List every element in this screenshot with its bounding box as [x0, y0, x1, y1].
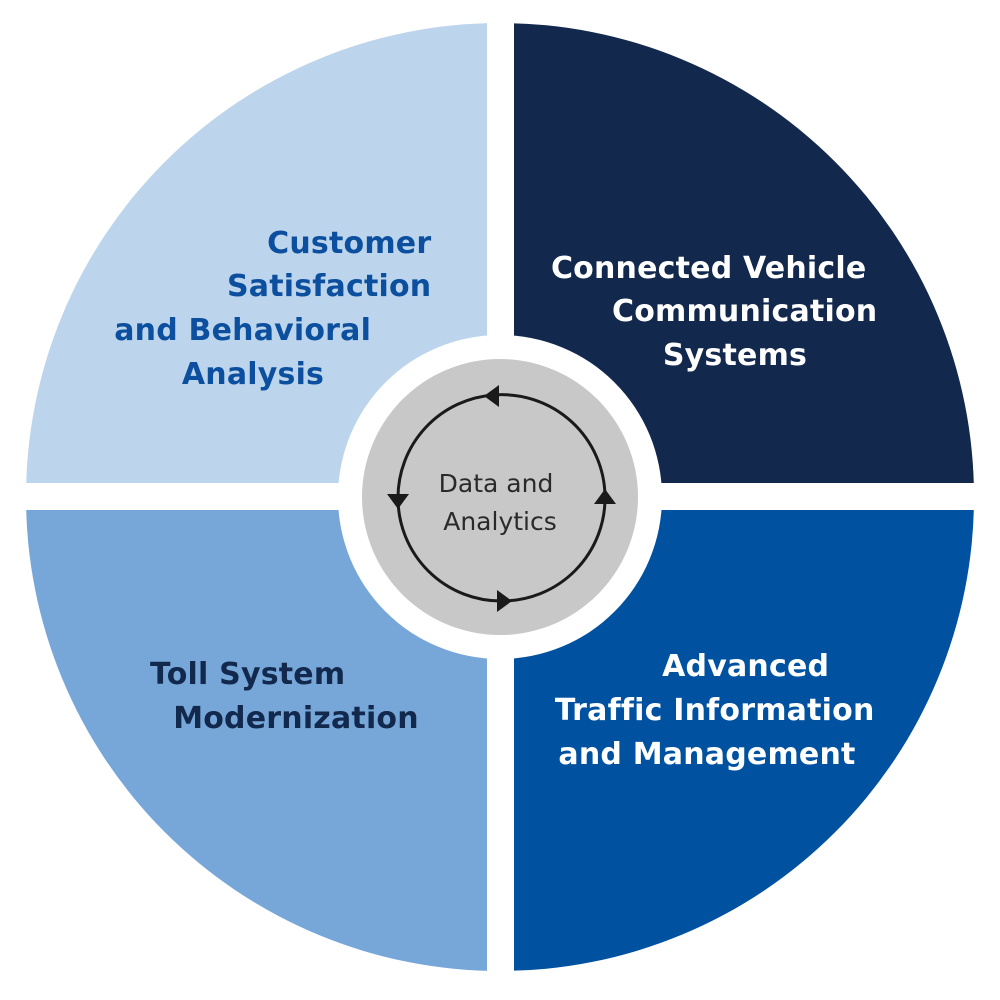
cycle-arrows-icon: [396, 393, 607, 603]
quadrant-label-toll-system: Toll System Modernization: [150, 657, 419, 736]
cycle-arrowheads: [387, 385, 616, 612]
cycle-arc: [396, 393, 495, 499]
label-line: Modernization: [173, 701, 419, 736]
arrowhead-right-icon: [497, 590, 512, 612]
label-line: Analysis: [182, 357, 324, 392]
label-line: Traffic Information: [555, 693, 875, 728]
label-line: Advanced: [662, 649, 829, 684]
label-line: and Management: [558, 737, 855, 772]
label-line: Toll System: [150, 657, 345, 692]
quadrant-label-customer-satisfaction: Customer Satisfaction and Behavioral Ana…: [114, 226, 442, 392]
center-hub[interactable]: [362, 359, 638, 635]
label-line: Satisfaction: [227, 269, 431, 304]
center-label: Data and Analytics: [439, 469, 562, 536]
center-label-line: Analytics: [443, 507, 557, 536]
label-line: Systems: [663, 338, 807, 373]
quadrant-label-connected-vehicle: Connected Vehicle Communication Systems: [551, 251, 888, 373]
label-line: Customer: [267, 226, 431, 261]
cycle-arc: [396, 497, 503, 603]
arrowhead-down-icon: [387, 494, 409, 509]
quadrant-label-advanced-traffic: Advanced Traffic Information and Managem…: [555, 649, 885, 772]
arrowhead-left-icon: [484, 385, 499, 407]
label-line: Communication: [612, 294, 877, 329]
label-line: and Behavioral: [114, 313, 371, 348]
center-label-line: Data and: [439, 469, 554, 498]
arrowhead-up-icon: [594, 489, 616, 504]
cycle-arc: [501, 495, 607, 603]
cycle-arc: [493, 393, 607, 497]
label-line: Connected Vehicle: [551, 251, 866, 286]
